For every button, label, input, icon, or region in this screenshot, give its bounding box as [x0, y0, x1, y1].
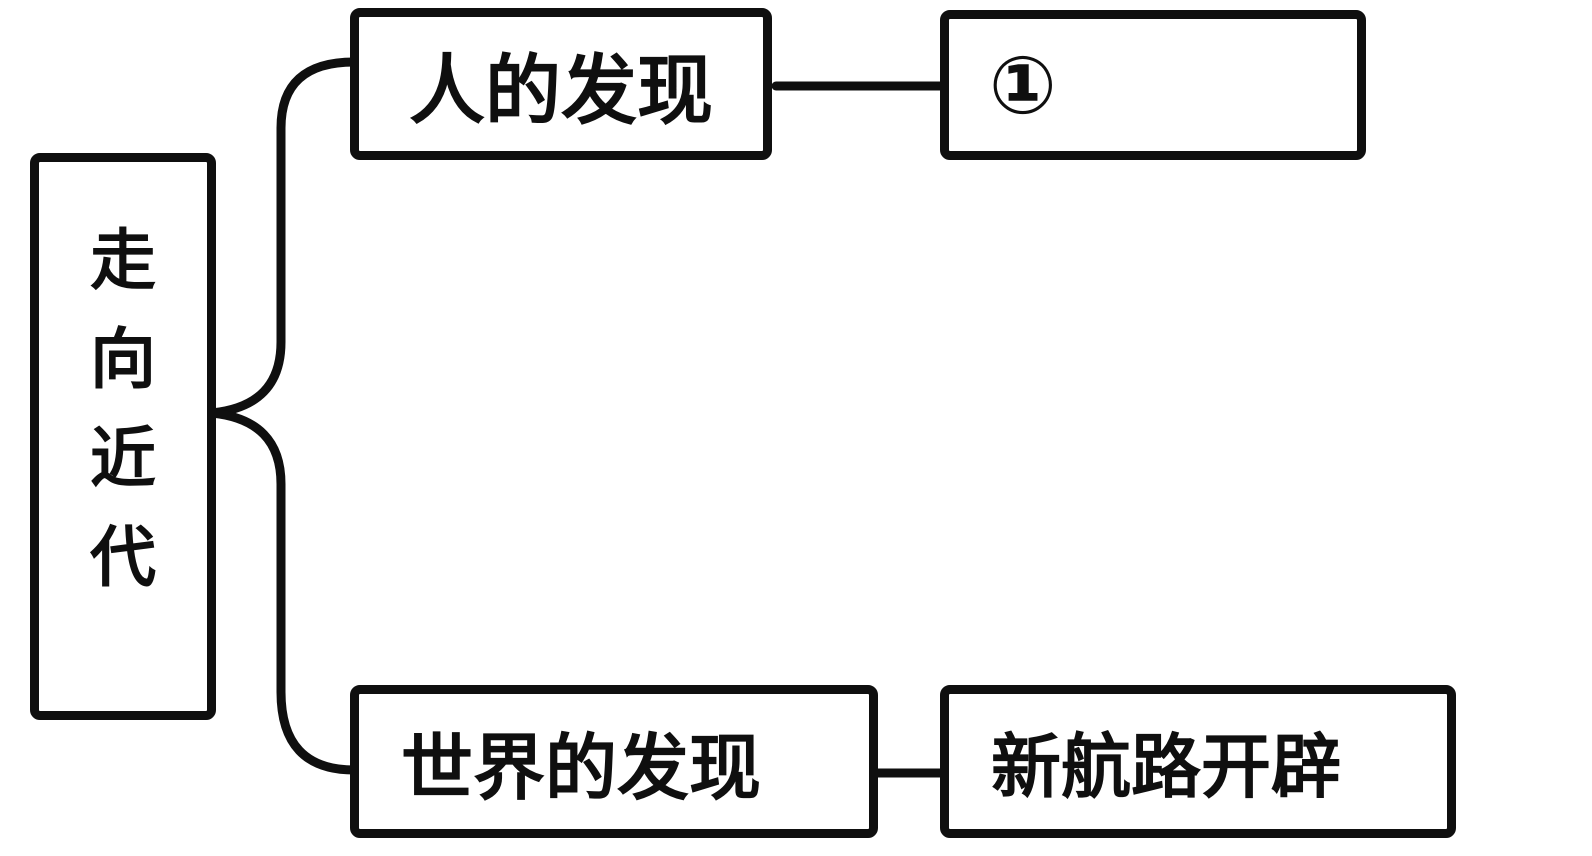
- node-detail-circled-one: ①: [940, 10, 1366, 160]
- node-root-label: 走向近代: [90, 222, 156, 596]
- node-detail-new-sea-routes: 新航路开辟: [940, 685, 1456, 838]
- node-branch-discovery-of-man-label: 人的发现: [409, 46, 713, 135]
- node-detail-circled-one-label: ①: [989, 38, 1057, 132]
- connector-root-to-branch-top: [207, 57, 359, 418]
- node-branch-discovery-of-world: 世界的发现: [350, 685, 878, 838]
- connector-root-to-branch-bottom: [207, 408, 359, 775]
- node-branch-discovery-of-world-label: 世界的发现: [401, 726, 762, 810]
- node-detail-new-sea-routes-label: 新航路开辟: [991, 726, 1341, 808]
- node-root: 走向近代: [30, 153, 216, 720]
- node-branch-discovery-of-man: 人的发现: [350, 8, 772, 160]
